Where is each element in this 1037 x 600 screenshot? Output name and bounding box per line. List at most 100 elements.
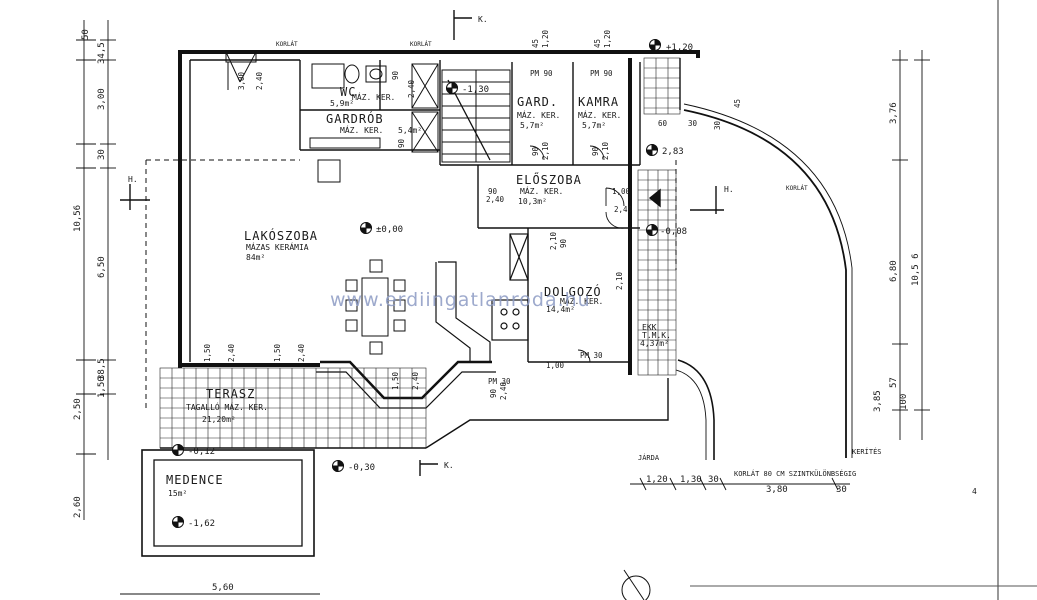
- opening-label: 1,00: [612, 187, 631, 196]
- opening-label: PM 30: [488, 377, 511, 386]
- dashed-outlines: [145, 159, 677, 410]
- kitchen-counter: [435, 233, 529, 362]
- door-swings: [529, 145, 625, 363]
- opening-label: 2,40: [499, 381, 508, 400]
- opening-label: 1,20: [541, 29, 550, 48]
- opening-label: 45: [531, 39, 540, 48]
- note-sidewalk: JÁRDA: [638, 453, 660, 462]
- opening-label: 90: [397, 138, 406, 148]
- dim-bottom-right-5: 30: [836, 485, 847, 495]
- opening-label: 1,50: [273, 343, 282, 362]
- dim-bottom-right-3: 30: [708, 475, 719, 485]
- opening-label: 90: [531, 146, 540, 156]
- dim-left-7: 38,5: [97, 358, 107, 380]
- opening-label: 1,50: [203, 343, 212, 362]
- utility-floor: T.M.K.: [642, 331, 671, 340]
- dim-left-6: 6,50: [97, 256, 107, 278]
- garden-curve: [675, 58, 853, 460]
- section-mark-k-top: K.: [478, 15, 488, 24]
- opening-labels: 3,00 2,40 1,50 2,40 1,50 2,40 1,50 2,40 …: [203, 29, 742, 400]
- wardrobe-room-area: 5,7m²: [520, 121, 544, 130]
- dim-left-4: 30: [97, 149, 107, 160]
- hall-name: ELŐSZOBA: [516, 172, 582, 187]
- opening-label: 45: [733, 99, 742, 108]
- opening-label: 2,40: [486, 195, 505, 204]
- wc-floor: MÁZ. KER.: [352, 91, 395, 102]
- pool-outline: [141, 449, 315, 557]
- utility-area: 4,37m²: [640, 339, 669, 348]
- wardrobe-shelves: [309, 63, 439, 153]
- note-railing-level: KORLÁT 80 CM SZINTKÜLÖNBSÉGIG: [734, 469, 856, 478]
- opening-label: 2,10: [601, 141, 610, 160]
- terrace-tiles: [159, 367, 427, 449]
- section-markers: [120, 10, 724, 476]
- opening-label: 2,40: [227, 343, 236, 362]
- dim-right-1: 3,76: [889, 102, 899, 124]
- opening-label: 90: [391, 70, 400, 80]
- dim-left-3: 3,00: [97, 88, 107, 110]
- level-side-1: 2,83: [662, 147, 684, 157]
- section-mark-h-right: H.: [724, 185, 734, 194]
- opening-label: 90: [488, 187, 498, 196]
- dim-bottom-right-2: 1,30: [680, 475, 702, 485]
- terrace-edge: [425, 378, 669, 449]
- dining-table: [345, 259, 406, 355]
- dim-right-5: 57: [889, 377, 899, 388]
- staircase: [441, 69, 511, 163]
- level-pool-edge: -0,30: [348, 463, 375, 473]
- opening-label: 90: [489, 388, 498, 398]
- opening-label: 30: [688, 119, 698, 128]
- watermark: www.erdiingatlanroda.hu: [330, 289, 591, 311]
- dim-left-5: 10,56: [73, 205, 83, 232]
- terrace-area: 21,20m²: [202, 415, 236, 424]
- opening-label: 2,40: [614, 205, 633, 214]
- level-stair: -1,30: [462, 85, 489, 95]
- opening-label: 1,00: [546, 361, 565, 370]
- pantry-area: 5,7m²: [582, 121, 606, 130]
- dim-left-10: 2,60: [73, 496, 83, 518]
- note-railing-right: KORLÁT: [786, 185, 808, 192]
- front-bay-window: [316, 360, 496, 409]
- wc-name: WC: [340, 85, 356, 99]
- opening-label: 90: [559, 238, 568, 248]
- section-mark-h-left: H.: [128, 175, 138, 184]
- note-railing-top: KORLÁT: [276, 41, 298, 48]
- wall-inner-lines: [189, 59, 641, 363]
- dim-left-8: 1,50: [97, 376, 107, 398]
- opening-label: 2,40: [411, 371, 420, 390]
- left-dimensions: 50 34,5 3,00 30 10,56 6,50 38,5 1,50 2,5…: [73, 29, 107, 518]
- level-side-2: -0,08: [660, 227, 687, 237]
- living-room-name: LAKÓSZOBA: [244, 228, 318, 243]
- opening-label: 60: [658, 119, 668, 128]
- opening-label: 2,40: [255, 71, 264, 90]
- dim-bottom-left: 5,60: [212, 583, 234, 593]
- opening-label: 2,10: [541, 141, 550, 160]
- hall-area: 10,3m²: [518, 197, 547, 206]
- wardrobe-room-floor: MÁZ. KER.: [517, 109, 560, 120]
- pool-name: MEDENCE: [166, 473, 224, 487]
- opening-label: PM 30: [580, 351, 603, 360]
- dim-right-2: 10,5 6: [911, 253, 921, 286]
- study-area: 14,4m²: [546, 305, 575, 314]
- level-pool-bottom: -1,62: [188, 519, 215, 529]
- terrace-floor: TAGALLÓ MÁZ. KER.: [186, 401, 268, 412]
- note-fence: KERÍTÉS: [852, 447, 882, 456]
- opening-label: 3,00: [237, 71, 246, 90]
- pantry-floor: MÁZ. KER.: [578, 109, 621, 120]
- pool-area: 15m²: [168, 489, 187, 498]
- study-name: DOLGOZÓ: [544, 284, 602, 299]
- opening-label: 45: [593, 39, 602, 48]
- opening-label: 2,40: [407, 79, 416, 98]
- level-top-right: +1,20: [666, 43, 693, 53]
- level-markers: [171, 38, 662, 529]
- level-terrace: -0,12: [188, 447, 215, 457]
- terrace-name: TERASZ: [206, 387, 255, 401]
- dim-bottom-right-4: 3,80: [766, 485, 788, 495]
- opening-label: 90: [591, 146, 600, 156]
- opening-label: PM 90: [590, 69, 613, 78]
- living-room-area: 84m²: [246, 253, 265, 262]
- note-railing-top-2: KORLÁT: [410, 41, 432, 48]
- opening-label: 2,10: [615, 271, 624, 290]
- dim-left-2: 34,5: [97, 42, 107, 64]
